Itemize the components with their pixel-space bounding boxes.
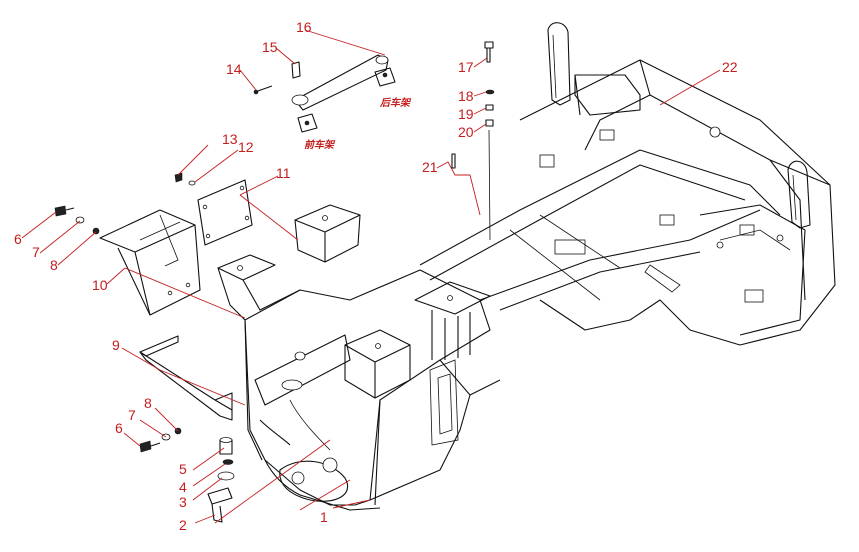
callout-18: 18 (458, 88, 474, 104)
bracket-10 (99, 209, 201, 316)
callout-8-lower: 8 (144, 395, 152, 411)
callout-19: 19 (458, 106, 474, 122)
callout-13: 13 (222, 131, 238, 147)
callout-20: 20 (458, 124, 474, 140)
rear-frame-body (419, 22, 836, 346)
callout-10: 10 (92, 277, 108, 293)
callout-3: 3 (179, 494, 187, 510)
axle-notes: 前车架 后车架 (304, 97, 412, 151)
hardware-17-21 (451, 41, 495, 241)
callout-16: 16 (296, 19, 312, 35)
hardware-left-bolts (54, 172, 196, 453)
callout-21: 21 (422, 159, 438, 175)
callout-9: 9 (112, 337, 120, 353)
callout-7-lower: 7 (128, 407, 136, 423)
callout-5: 5 (179, 461, 187, 477)
plate-11 (197, 179, 253, 246)
callout-15: 15 (262, 39, 278, 55)
front-frame (217, 204, 501, 511)
callout-1: 1 (320, 509, 328, 525)
callout-numbers: 1 2 3 4 5 6 6 7 7 8 8 9 10 11 12 13 14 1… (14, 19, 738, 533)
callout-12: 12 (238, 139, 254, 155)
link-16 (253, 54, 396, 133)
callout-8-upper: 8 (50, 257, 58, 273)
callout-7-upper: 7 (32, 244, 40, 260)
rear-axle-note: 后车架 (379, 97, 412, 109)
callout-14: 14 (226, 61, 242, 77)
callout-11: 11 (276, 165, 291, 181)
callout-17: 17 (458, 59, 474, 75)
callout-2: 2 (179, 517, 187, 533)
bracket-9 (139, 335, 233, 421)
leader-lines (21, 29, 721, 524)
callout-6-upper: 6 (14, 231, 22, 247)
callout-4: 4 (179, 479, 187, 495)
callout-6-lower: 6 (115, 420, 123, 436)
callout-22: 22 (722, 59, 738, 75)
front-axle-note: 前车架 (304, 139, 336, 151)
